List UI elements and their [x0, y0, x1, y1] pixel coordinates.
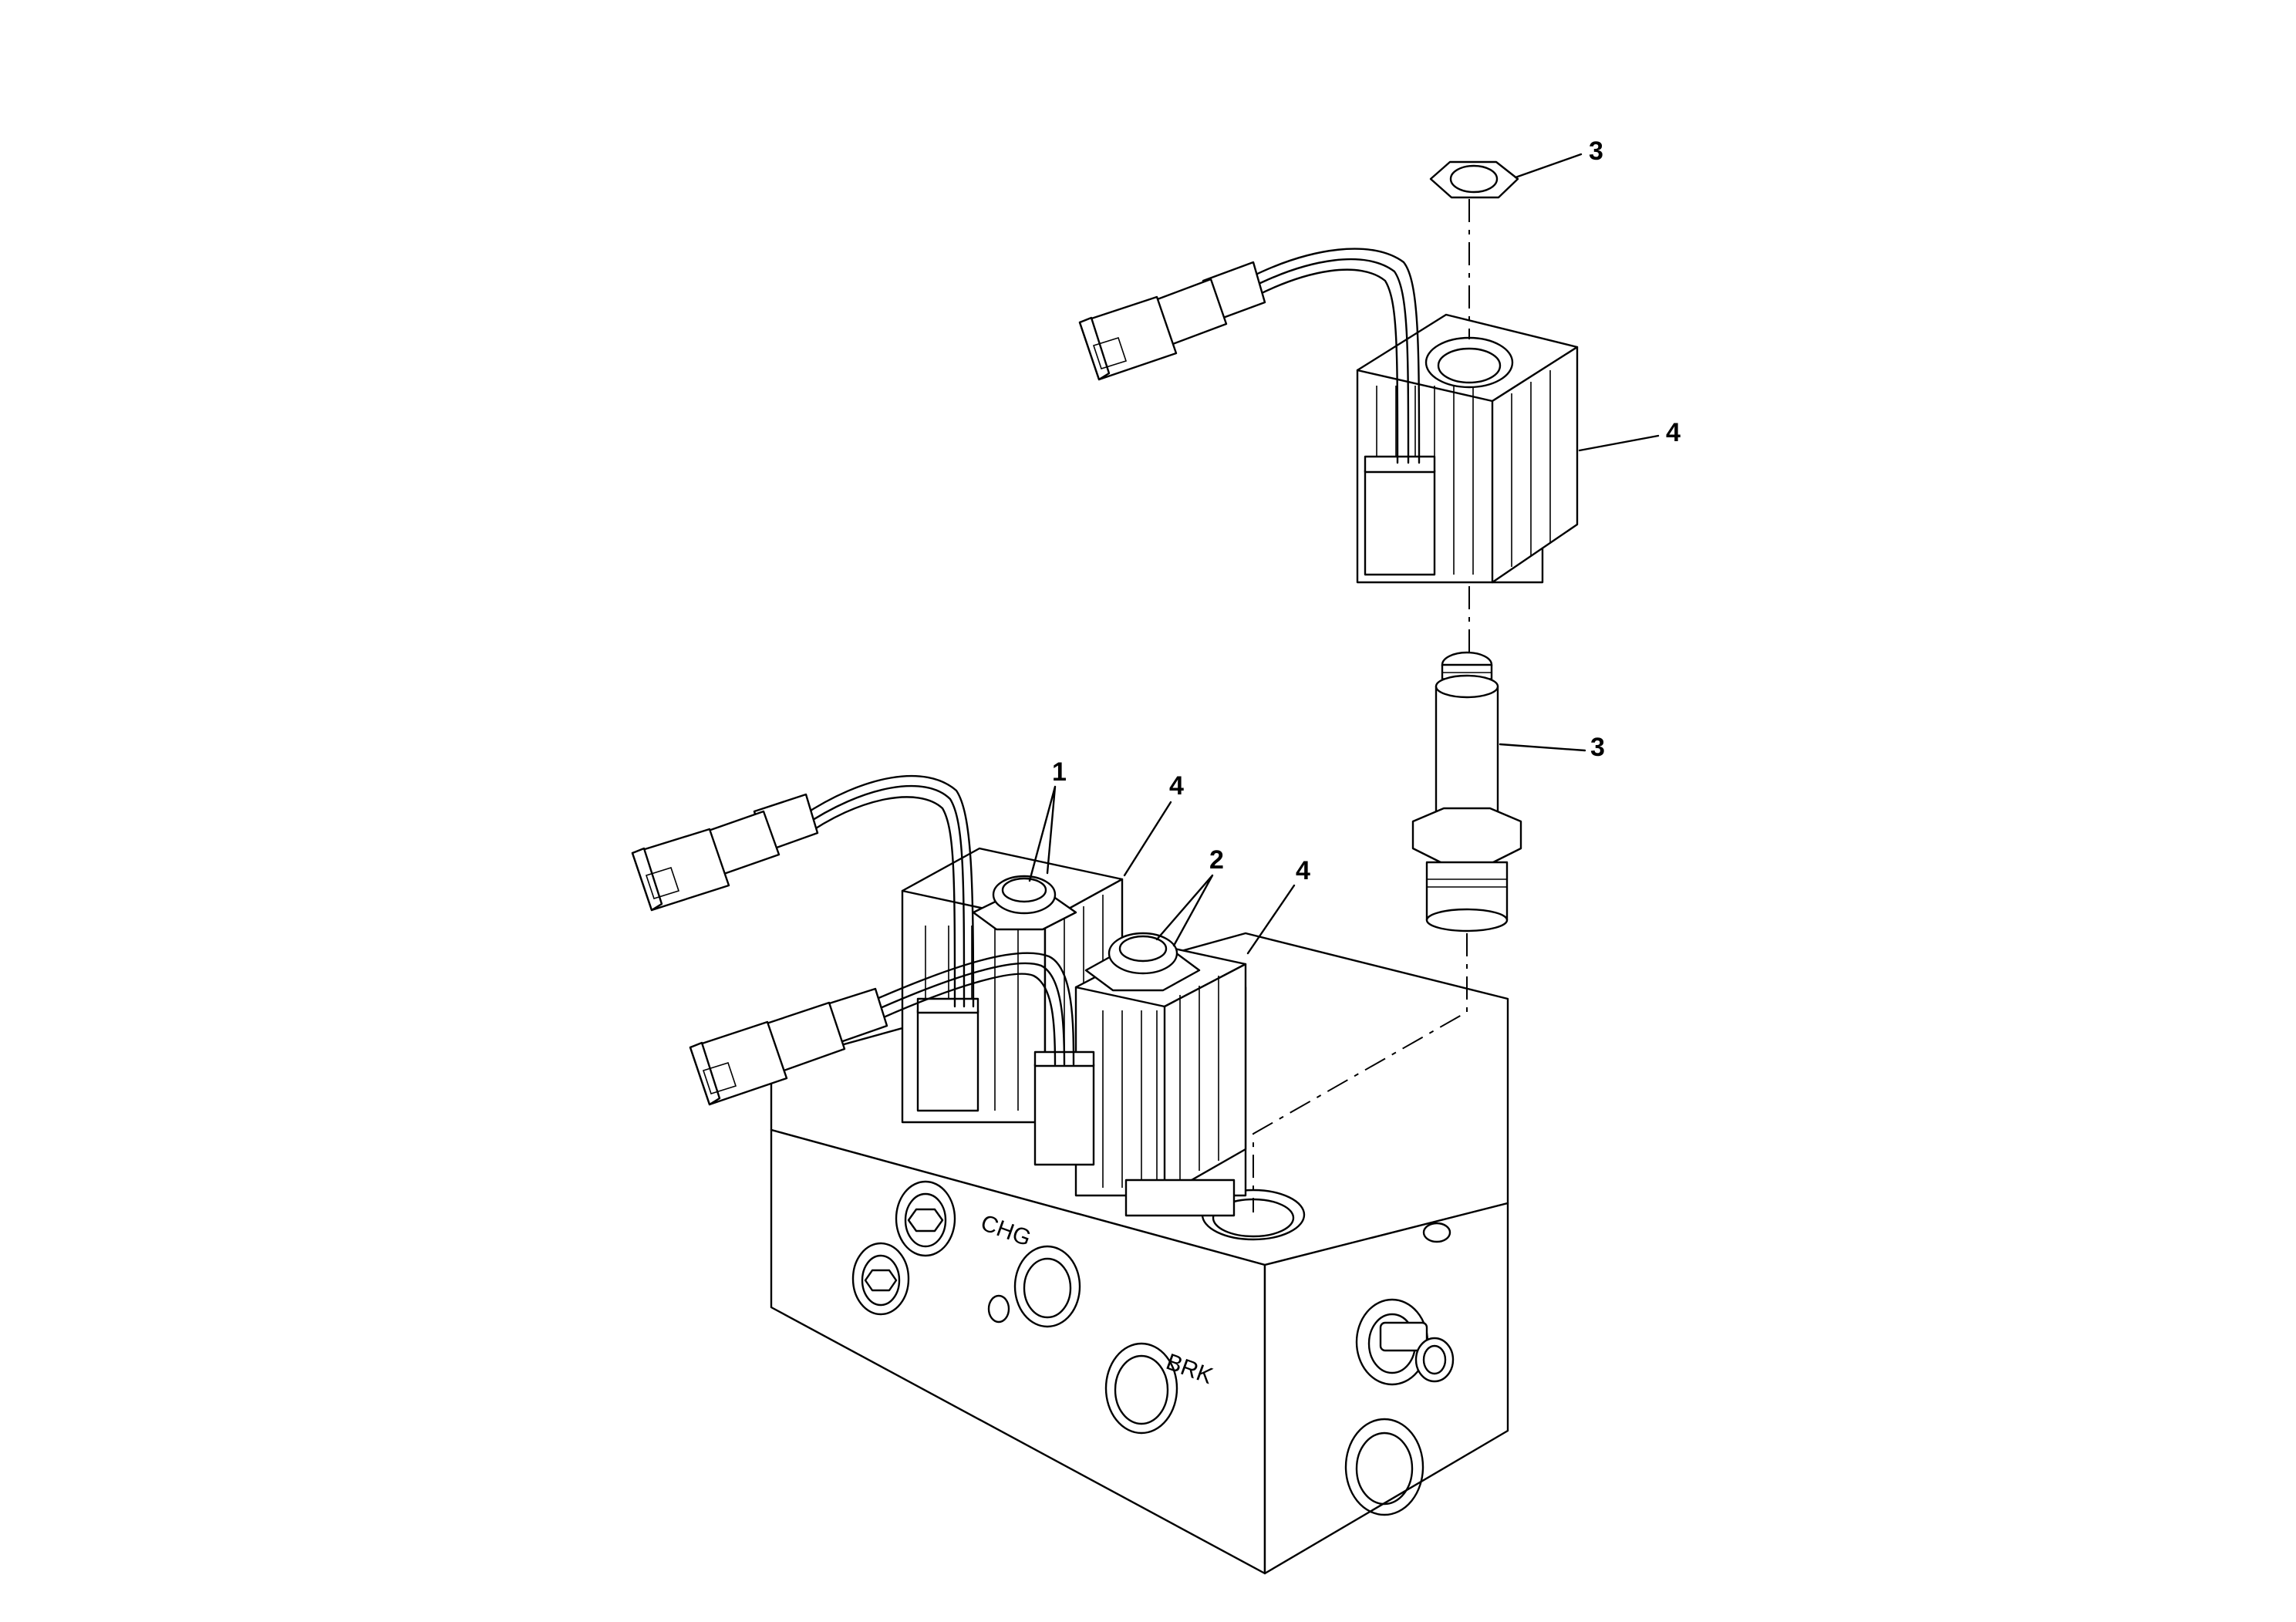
callout-nut-top: 3	[1589, 137, 1603, 166]
callout-coil-left: 4	[1169, 771, 1184, 801]
solenoid-coil-right	[1033, 943, 1247, 1217]
callout-cartridge: 3	[1590, 733, 1605, 762]
wire-harness-left	[801, 774, 975, 1008]
brk-port	[1104, 1342, 1178, 1435]
assembly-center-lines	[1253, 199, 1470, 1212]
wire-harness-upper	[1248, 248, 1421, 464]
connector-plug-left	[631, 793, 819, 912]
side-port-lower	[1344, 1418, 1424, 1516]
connector-plug-front	[689, 987, 888, 1106]
callout-nut-right: 2	[1209, 845, 1224, 875]
small-front-hole	[987, 1294, 1010, 1324]
small-top-hole	[1422, 1222, 1451, 1243]
hex-nut-item-1	[972, 875, 1077, 931]
callout-coil-right: 4	[1296, 856, 1310, 885]
chg-port	[1013, 1245, 1081, 1328]
hex-nut-top	[1429, 160, 1519, 199]
callout-labels: 3 4 3 1 4 2 4	[1052, 137, 1681, 885]
callout-coil-upper: 4	[1666, 418, 1681, 447]
solenoid-coil-upper	[1356, 313, 1579, 584]
hex-nut-item-2	[1084, 932, 1201, 992]
callout-leaders	[1028, 153, 1660, 955]
plug-port-upper	[895, 1180, 956, 1257]
wire-harness-front	[870, 952, 1075, 1066]
cartridge-valve	[1411, 651, 1522, 932]
plug-port-lower	[851, 1242, 910, 1316]
connector-plug-upper	[1078, 261, 1266, 381]
side-fitting	[1355, 1298, 1455, 1386]
callout-nut-left: 1	[1052, 757, 1067, 787]
